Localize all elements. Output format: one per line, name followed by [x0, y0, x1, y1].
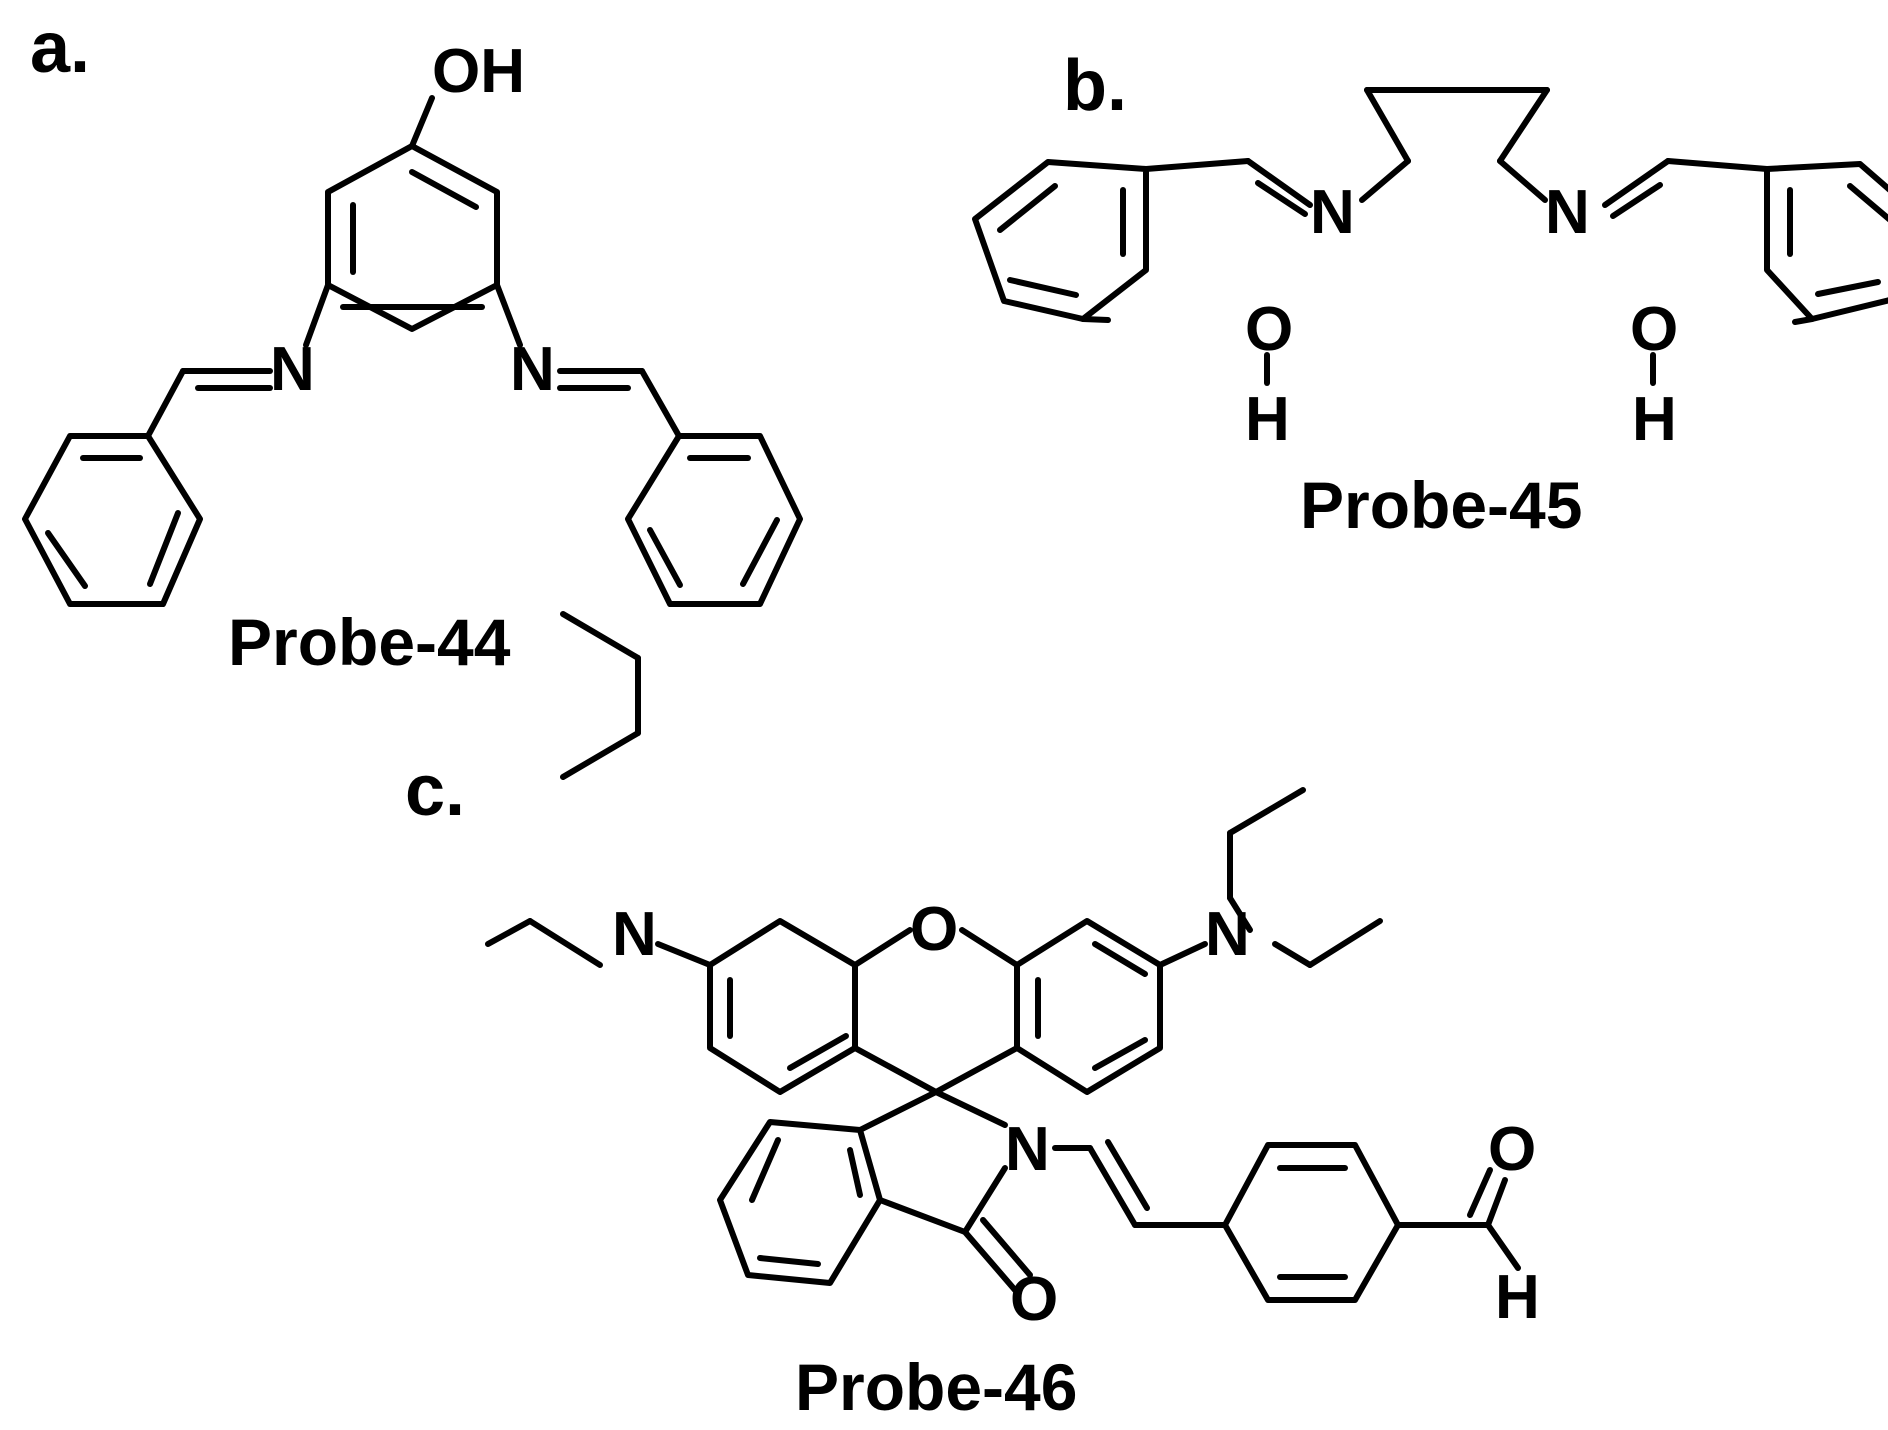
atom-n-right: N [510, 335, 555, 404]
atom-o-right: O [1630, 295, 1678, 364]
probe-44-structure [22, 95, 803, 607]
atom-n-left: N [1310, 178, 1355, 247]
panel-b: b. [972, 46, 1888, 542]
atom-n-left: N [270, 335, 315, 404]
probe-45-label: Probe-45 [1300, 468, 1582, 542]
panel-b-letter: b. [1063, 46, 1127, 126]
atom-o-xanthene: O [910, 895, 958, 964]
atom-o-carbonyl: O [1010, 1265, 1058, 1334]
probe-44-label: Probe-44 [228, 605, 511, 679]
atom-h-right: H [1632, 385, 1677, 454]
atom-n-right: N [1545, 178, 1590, 247]
atom-n-right: N [1205, 900, 1250, 969]
panel-a: a. [22, 8, 803, 679]
atom-h-aldehyde: H [1495, 1263, 1540, 1332]
panel-c: c. [405, 611, 1540, 1424]
atom-n-left: N [612, 900, 657, 969]
atom-o-left: O [1245, 295, 1293, 364]
panel-c-letter: c. [405, 751, 465, 831]
probe-46-structure [485, 611, 1521, 1303]
probe-46-label: Probe-46 [795, 1350, 1077, 1424]
probe-45-structure [972, 87, 1888, 386]
atom-oh: OH [432, 37, 525, 106]
panel-a-letter: a. [30, 8, 90, 88]
atom-n-lactam: N [1005, 1115, 1050, 1184]
atom-h-left: H [1245, 385, 1290, 454]
atom-o-aldehyde: O [1488, 1115, 1536, 1184]
